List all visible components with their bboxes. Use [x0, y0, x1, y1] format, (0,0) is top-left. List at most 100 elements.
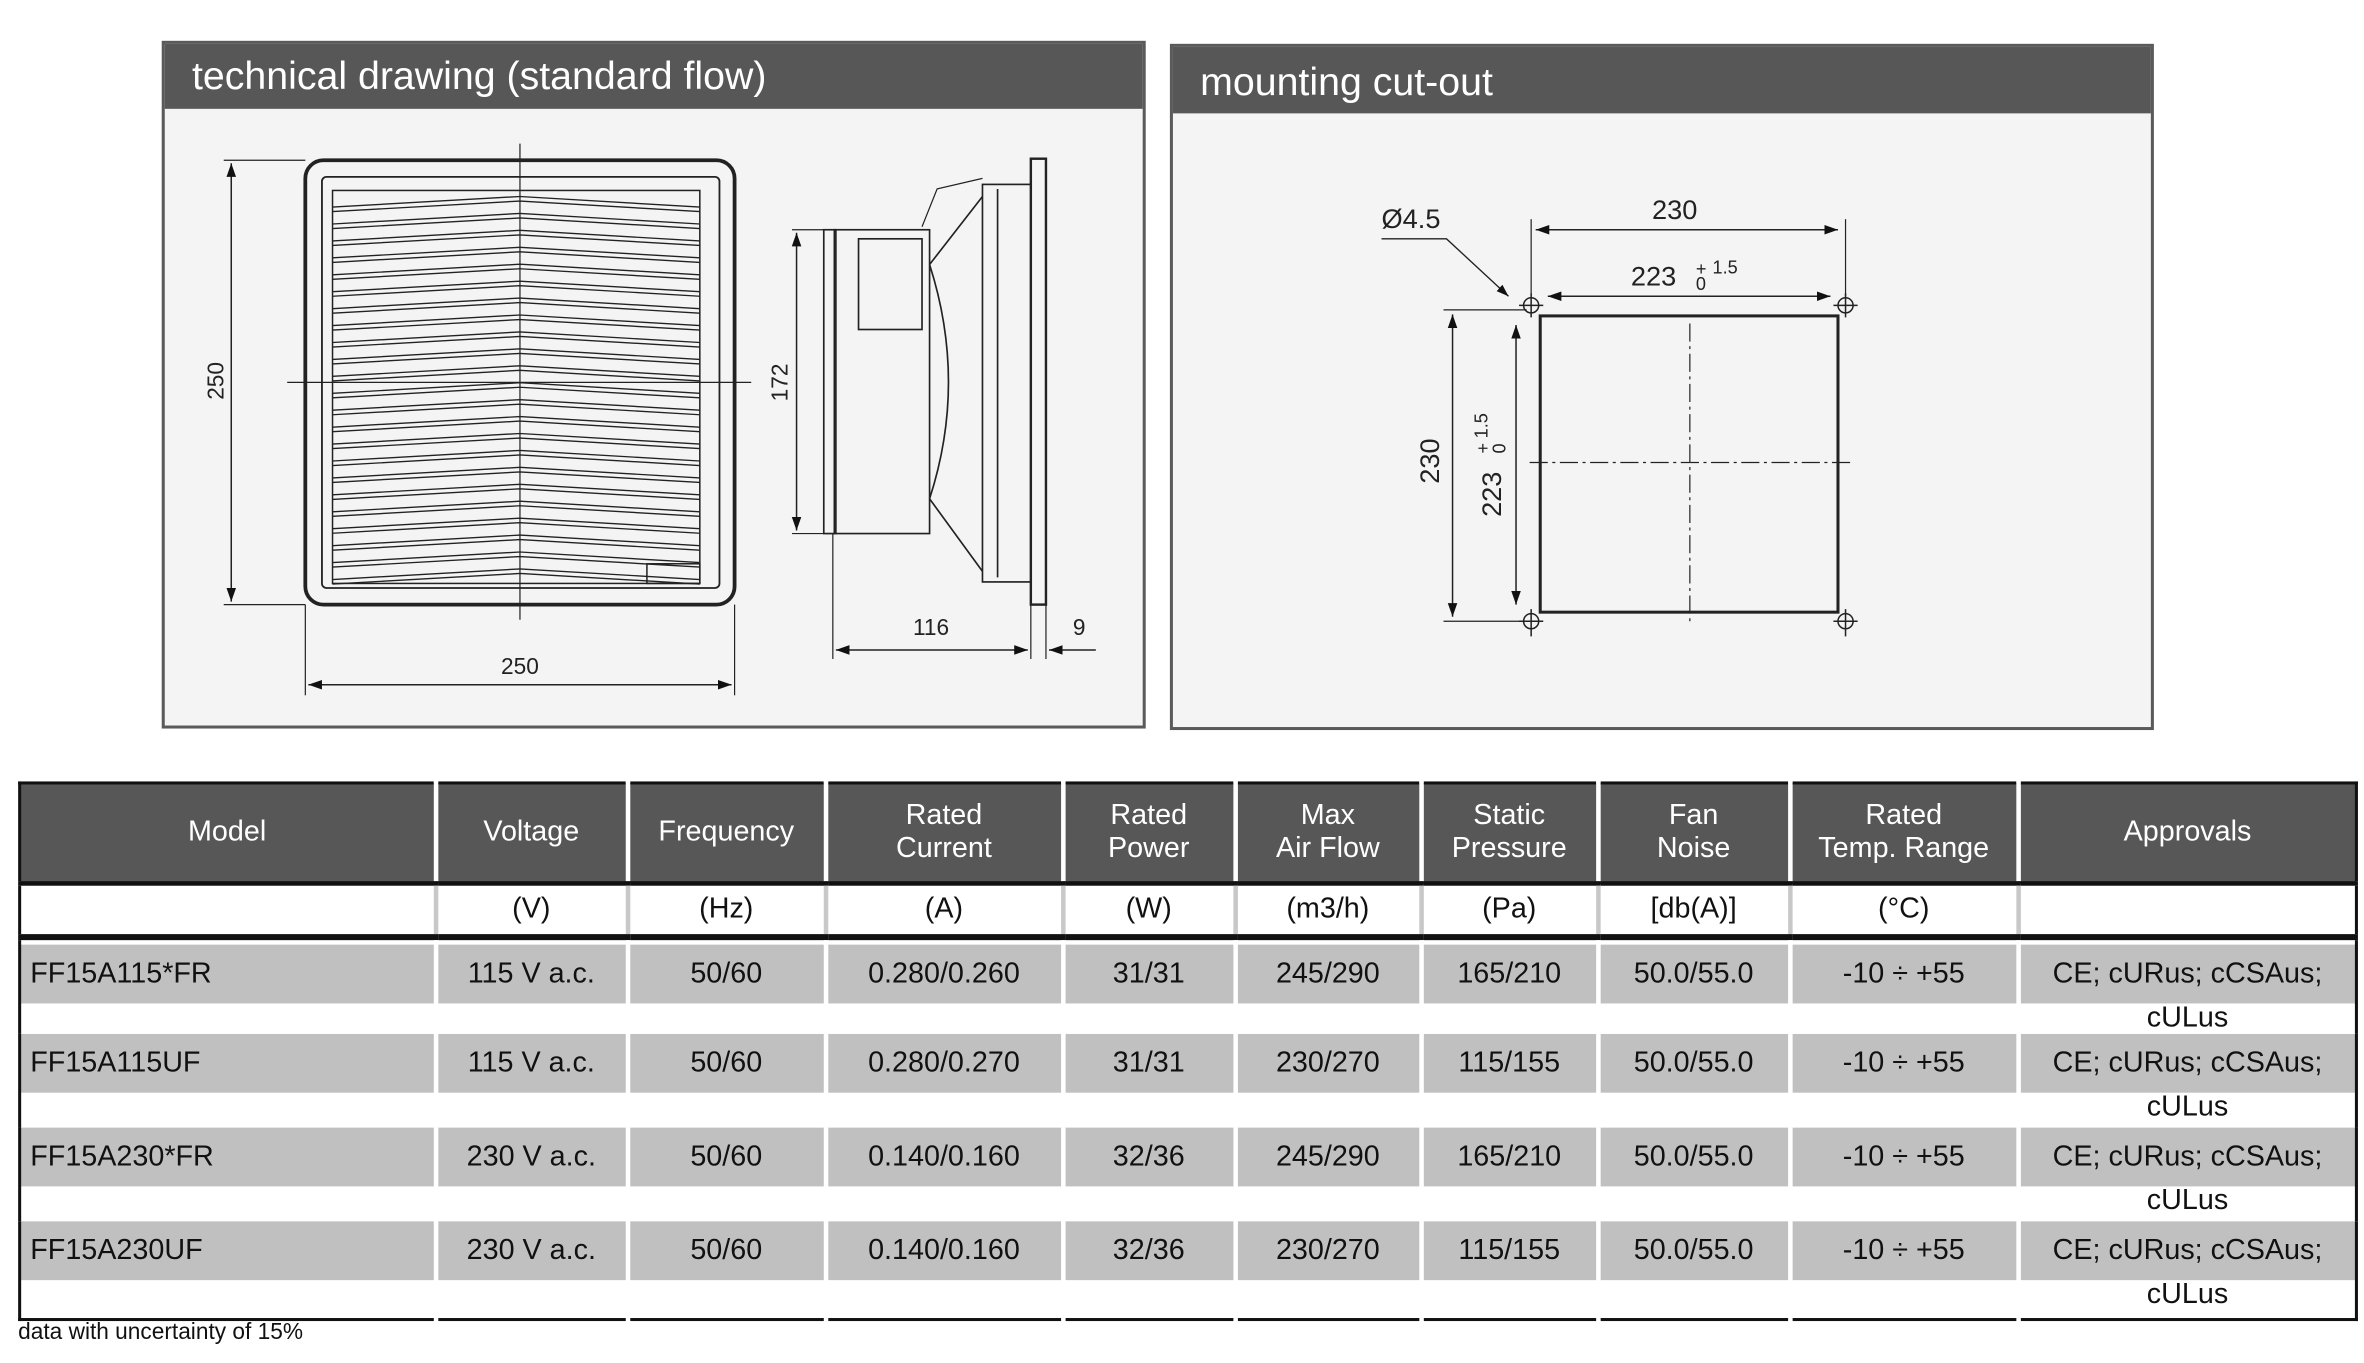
column-header: Voltage [433, 782, 628, 886]
table-cell: CE; cURus; cCSAus; cULus [2015, 1127, 2357, 1222]
unit-cell [2015, 883, 2357, 941]
cell-text: 245/290 [1275, 1141, 1380, 1173]
table-cell: 50.0/55.0 [1595, 1127, 1790, 1222]
tol-upper: 1.5 [1471, 413, 1491, 438]
table-row: FF15A115UF 115 V a.c. 50/60 0.280/0.270 31/3… [19, 1033, 2357, 1128]
dim-inner-height: 223 [1476, 472, 1507, 517]
cell-text: 32/36 [1112, 1234, 1185, 1267]
dim-depth: 116 [913, 614, 949, 640]
header-line: Pressure [1451, 832, 1567, 865]
tol-upper: 1.5 [1713, 258, 1738, 278]
table-cell: -10 ÷ +55 [1787, 1033, 2018, 1128]
side-view-drawing [791, 157, 1096, 660]
table-cell: 115/155 [1418, 1221, 1598, 1320]
cell-text: cULus [2146, 1185, 2229, 1217]
table-cell: 115 V a.c. [433, 1033, 628, 1128]
cell-text: CE; cURus; cCSAus; [2052, 1141, 2323, 1173]
cell-text: cULus [2146, 1002, 2229, 1034]
unit-cell: (°C) [1787, 883, 2018, 941]
table-cell: -10 ÷ +55 [1787, 1221, 2018, 1320]
tol-plus: + [1696, 259, 1707, 279]
cell-text: 50.0/55.0 [1633, 1141, 1754, 1173]
cell-text: 245/290 [1275, 958, 1380, 991]
cell-text: FF15A115*FR [30, 958, 212, 991]
table-cell: FF15A230UF [19, 1221, 436, 1320]
cell-text: 115/155 [1458, 1234, 1561, 1267]
table-cell: 32/36 [1060, 1127, 1235, 1222]
table-cell: 50/60 [625, 937, 826, 1034]
cell-text: 0.280/0.270 [868, 1047, 1020, 1080]
cell-text: 0.280/0.260 [868, 958, 1020, 991]
cell-text: 230 V a.c. [466, 1234, 596, 1267]
table-cell: 230 V a.c. [433, 1127, 628, 1222]
cell-text: 230/270 [1275, 1234, 1380, 1267]
unit-cell: [db(A)] [1595, 883, 1790, 941]
table-cell: 50.0/55.0 [1595, 1033, 1790, 1128]
unit-cell: (Pa) [1418, 883, 1598, 941]
cell-text: 165/210 [1457, 1141, 1562, 1173]
unit-cell: (W) [1060, 883, 1235, 941]
table-cell: 50/60 [625, 1221, 826, 1320]
table-cell: 50/60 [625, 1127, 826, 1222]
cell-text: -10 ÷ +55 [1842, 958, 1965, 991]
header-line: Static [1473, 799, 1546, 832]
table-cell: -10 ÷ +55 [1787, 1127, 2018, 1222]
table-cell: FF15A115UF [19, 1033, 436, 1128]
mounting-cutout-panel: mounting cut-out [1169, 43, 2154, 731]
cell-text: 31/31 [1112, 1047, 1185, 1080]
table-cell: -10 ÷ +55 [1787, 937, 2018, 1034]
cell-text: 115/155 [1458, 1047, 1561, 1080]
front-view-drawing [223, 143, 752, 696]
header-line: Rated [905, 799, 983, 832]
table-cell: 245/290 [1232, 937, 1421, 1034]
cell-text: FF15A115UF [30, 1047, 201, 1080]
table-cell: 50.0/55.0 [1595, 1221, 1790, 1320]
table-cell: 0.140/0.160 [823, 1221, 1063, 1320]
table-cell: CE; cURus; cCSAus;cULus [2015, 937, 2357, 1034]
table-cell: 230/270 [1232, 1221, 1421, 1320]
table-cell: 165/210 [1418, 1127, 1598, 1222]
cell-text: 230 V a.c. [466, 1141, 596, 1173]
table-cell: CE; cURus; cCSAus;cULus [2015, 1033, 2357, 1128]
cell-text: FF15A230*FR [30, 1141, 214, 1173]
tol-plus: + [1473, 443, 1493, 454]
table-cell: FF15A115*FR [19, 937, 436, 1034]
header-line: Approvals [2123, 816, 2252, 848]
header-line: Max [1300, 799, 1355, 832]
table-cell: 31/31 [1060, 937, 1235, 1034]
dim-front-height: 250 [203, 362, 229, 400]
cell-text: CE; cURus; cCSAus; [2052, 1047, 2323, 1080]
header-line: Power [1108, 832, 1190, 865]
header-line: Voltage [483, 816, 580, 848]
column-header: Frequency [625, 782, 826, 886]
table-cell: 245/290 [1232, 1127, 1421, 1222]
tol-lower: 0 [1489, 443, 1509, 453]
dim-side-height: 172 [766, 364, 792, 402]
panel-title: mounting cut-out [1172, 46, 2151, 114]
cell-text: -10 ÷ +55 [1842, 1234, 1965, 1267]
cell-text: CE; cURus; cCSAus; [2052, 1234, 2323, 1267]
header-line: Fan [1668, 799, 1719, 832]
cell-text: cULus [2146, 1278, 2229, 1311]
table-cell: 230/270 [1232, 1033, 1421, 1128]
cell-text: 31/31 [1112, 958, 1185, 991]
footnote: data with uncertainty of 15% [18, 1319, 303, 1346]
header-line: Rated [1110, 799, 1188, 832]
panel-title: technical drawing (standard flow) [164, 43, 1143, 109]
table-cell: 230 V a.c. [433, 1221, 628, 1320]
header-line: Frequency [658, 816, 795, 848]
tol-lower: 0 [1696, 274, 1706, 294]
dim-inner-width: 223 [1631, 261, 1676, 292]
header-line: Current [896, 832, 992, 865]
cell-text: 50/60 [690, 1047, 763, 1080]
